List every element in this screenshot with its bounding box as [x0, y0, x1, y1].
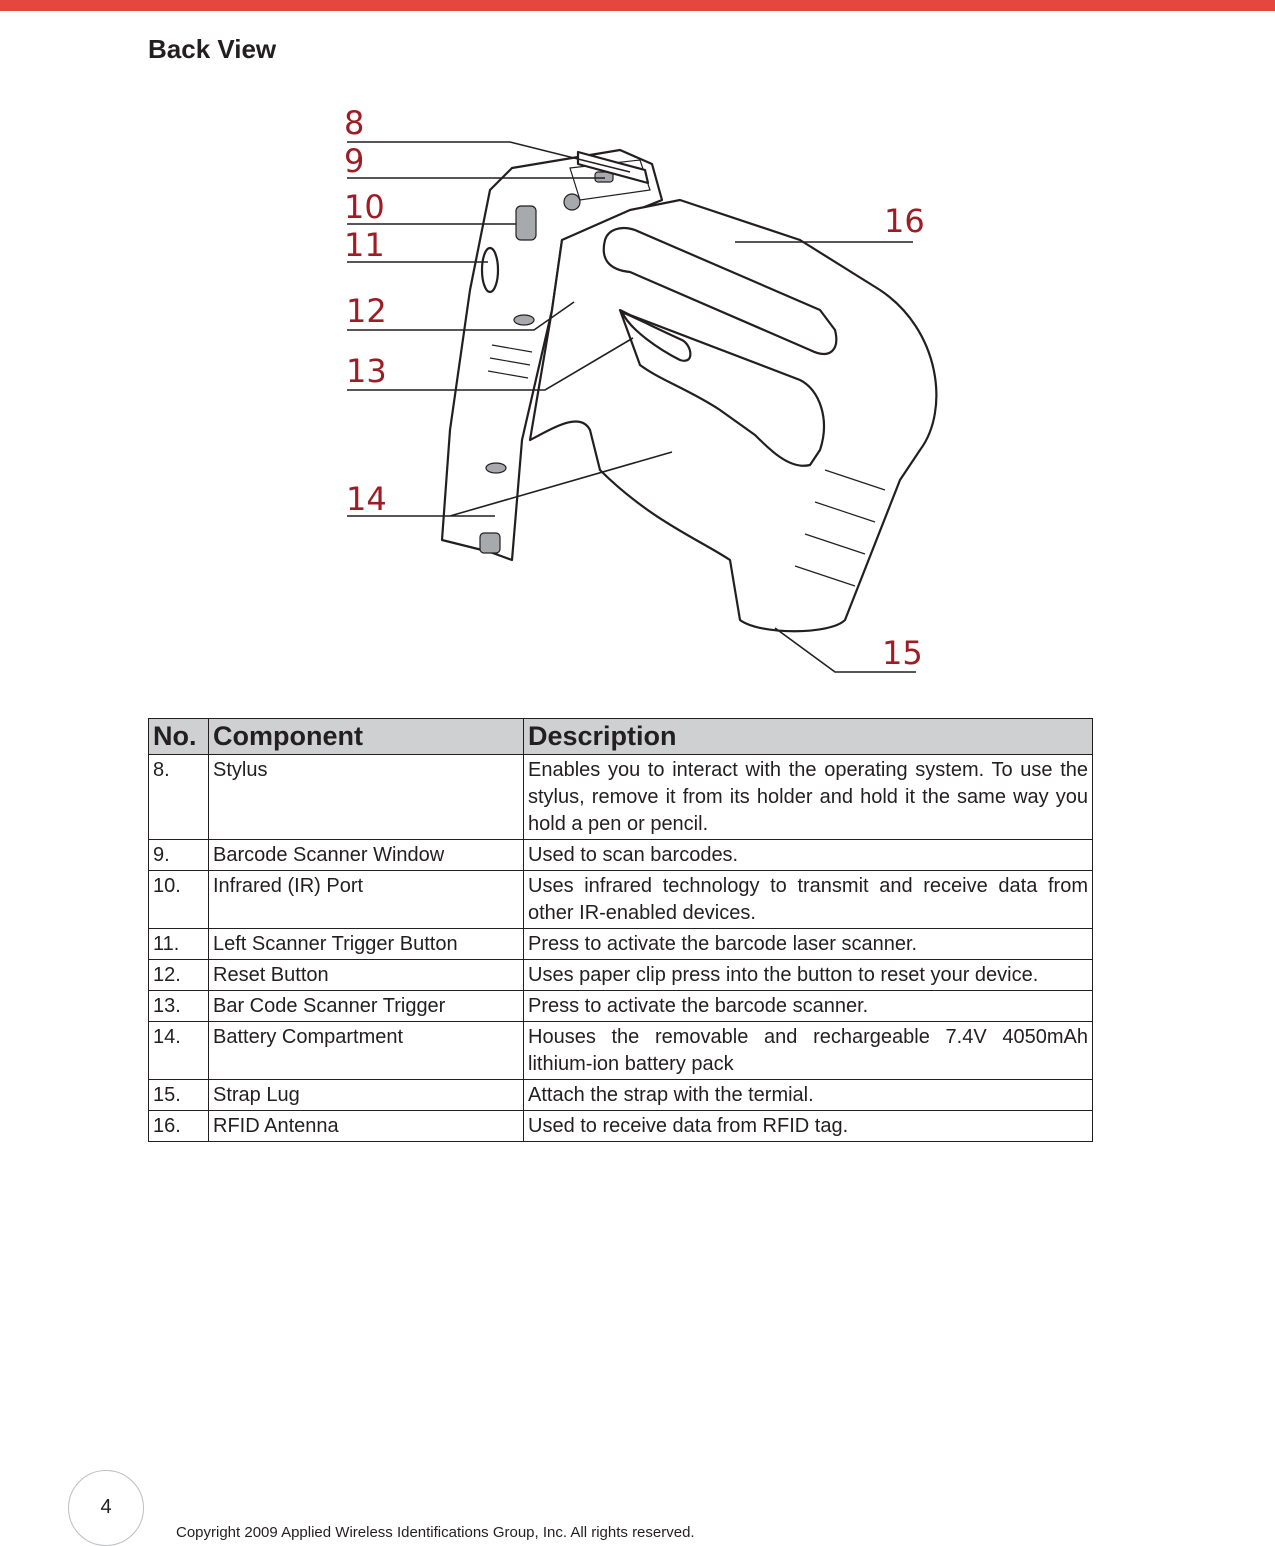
row-no: 8.: [148, 754, 209, 840]
callout-9: 9: [344, 142, 364, 180]
callout-15: 15: [882, 634, 923, 672]
battery-rib: [804, 533, 866, 555]
row-no: 16.: [148, 1110, 209, 1142]
row-no: 9.: [148, 839, 209, 871]
section-title: Back View: [148, 34, 277, 64]
stylus-tip: [563, 193, 581, 211]
callout-line-14: [347, 451, 673, 517]
row-component: Strap Lug: [208, 1079, 524, 1111]
header-description: Description: [523, 718, 1093, 755]
left-scanner-trigger-button: [480, 246, 500, 294]
row-component: Barcode Scanner Window: [208, 839, 524, 871]
row-component: RFID Antenna: [208, 1110, 524, 1142]
device-back-view-illustration: 8 9 10 11 12 13 14 15 16: [300, 90, 980, 690]
table-header-row: No. Component Description: [148, 718, 1093, 755]
table-row: 8. Stylus Enables you to interact with t…: [148, 754, 1093, 840]
callout-8: 8: [344, 104, 364, 142]
vent-line: [489, 357, 531, 366]
battery-rib: [824, 469, 886, 491]
row-no: 12.: [148, 959, 209, 991]
callout-10: 10: [344, 188, 385, 226]
callout-13: 13: [346, 352, 387, 390]
row-description: Houses the removable and rechargeable 7.…: [523, 1021, 1093, 1080]
callout-line-13: [347, 337, 634, 391]
row-description: Press to activate the barcode scanner.: [523, 990, 1093, 1022]
row-description: Uses paper clip press into the button to…: [523, 959, 1093, 991]
table-row: 10. Infrared (IR) Port Uses infrared tec…: [148, 870, 1093, 929]
row-description: Enables you to interact with the operati…: [523, 754, 1093, 840]
device-body: [440, 148, 664, 562]
table-row: 13. Bar Code Scanner Trigger Press to ac…: [148, 990, 1093, 1022]
row-description: Press to activate the barcode laser scan…: [523, 928, 1093, 960]
row-component: Infrared (IR) Port: [208, 870, 524, 929]
header-accent-bar: [0, 0, 1275, 11]
row-component: Battery Compartment: [208, 1021, 524, 1080]
table-row: 14. Battery Compartment Houses the remov…: [148, 1021, 1093, 1080]
row-component: Reset Button: [208, 959, 524, 991]
rfid-antenna: [602, 226, 838, 355]
header-no: No.: [148, 718, 209, 755]
reset-button: [513, 314, 535, 326]
row-description: Used to receive data from RFID tag.: [523, 1110, 1093, 1142]
callout-11: 11: [344, 226, 385, 264]
table-row: 15. Strap Lug Attach the strap with the …: [148, 1079, 1093, 1111]
row-no: 10.: [148, 870, 209, 929]
row-no: 14.: [148, 1021, 209, 1080]
table-row: 11. Left Scanner Trigger Button Press to…: [148, 928, 1093, 960]
row-no: 13.: [148, 990, 209, 1022]
callout-16: 16: [884, 202, 925, 240]
row-description: Attach the strap with the termial.: [523, 1079, 1093, 1111]
battery-rib: [814, 501, 876, 523]
device-drawing: 8 9 10 11 12 13 14 15 16: [344, 104, 938, 673]
battery-rib: [794, 565, 856, 587]
callout-line-15: [774, 627, 916, 673]
table-row: 16. RFID Antenna Used to receive data fr…: [148, 1110, 1093, 1142]
table-row: 12. Reset Button Uses paper clip press i…: [148, 959, 1093, 991]
page-number: 4: [100, 1496, 112, 1518]
infrared-port: [515, 205, 537, 241]
row-description: Used to scan barcodes.: [523, 839, 1093, 871]
scanner-trigger: [620, 310, 692, 362]
row-no: 11.: [148, 928, 209, 960]
header-component: Component: [208, 718, 524, 755]
callout-14: 14: [346, 480, 387, 518]
table-row: 9. Barcode Scanner Window Used to scan b…: [148, 839, 1093, 871]
battery-latch: [485, 462, 507, 474]
vent-line: [491, 344, 533, 353]
row-description: Uses infrared technology to transmit and…: [523, 870, 1093, 929]
row-component: Stylus: [208, 754, 524, 840]
components-table: No. Component Description 8. Stylus Enab…: [148, 718, 1093, 1142]
callout-line-12: [347, 301, 575, 331]
callout-line-8: [347, 141, 631, 173]
vent-line: [487, 370, 529, 379]
callout-12: 12: [346, 292, 387, 330]
strap-lug-bottom: [479, 532, 501, 554]
row-no: 15.: [148, 1079, 209, 1111]
copyright-notice: Copyright 2009 Applied Wireless Identifi…: [176, 1524, 695, 1541]
row-component: Left Scanner Trigger Button: [208, 928, 524, 960]
row-component: Bar Code Scanner Trigger: [208, 990, 524, 1022]
